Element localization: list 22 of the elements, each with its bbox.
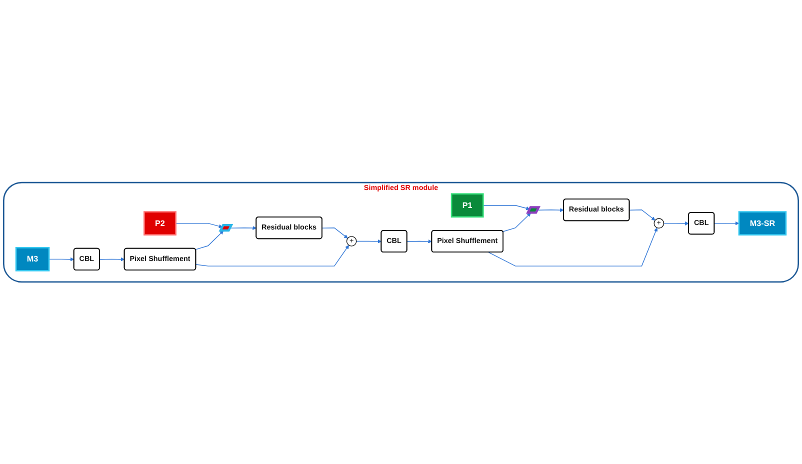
node-box: P1 bbox=[450, 192, 484, 218]
node-bar bbox=[218, 224, 234, 232]
arrow bbox=[48, 257, 74, 262]
arrow bbox=[196, 244, 349, 266]
arrow bbox=[322, 227, 348, 238]
arrow bbox=[195, 230, 224, 250]
arrow bbox=[356, 239, 382, 244]
arrow bbox=[663, 221, 689, 226]
arrow bbox=[537, 208, 564, 212]
node-box: M3 bbox=[15, 246, 50, 272]
arrow bbox=[488, 227, 658, 266]
node-bar bbox=[526, 206, 540, 214]
arrow bbox=[482, 204, 530, 210]
node-box: P2 bbox=[144, 210, 176, 236]
arrow bbox=[502, 212, 531, 232]
arrow bbox=[175, 222, 223, 228]
node-box: M3-SR bbox=[738, 210, 787, 236]
arrow bbox=[714, 221, 740, 225]
arrow bbox=[406, 239, 432, 244]
arrow bbox=[230, 226, 257, 230]
arrow bbox=[99, 257, 125, 262]
arrow bbox=[629, 209, 656, 220]
